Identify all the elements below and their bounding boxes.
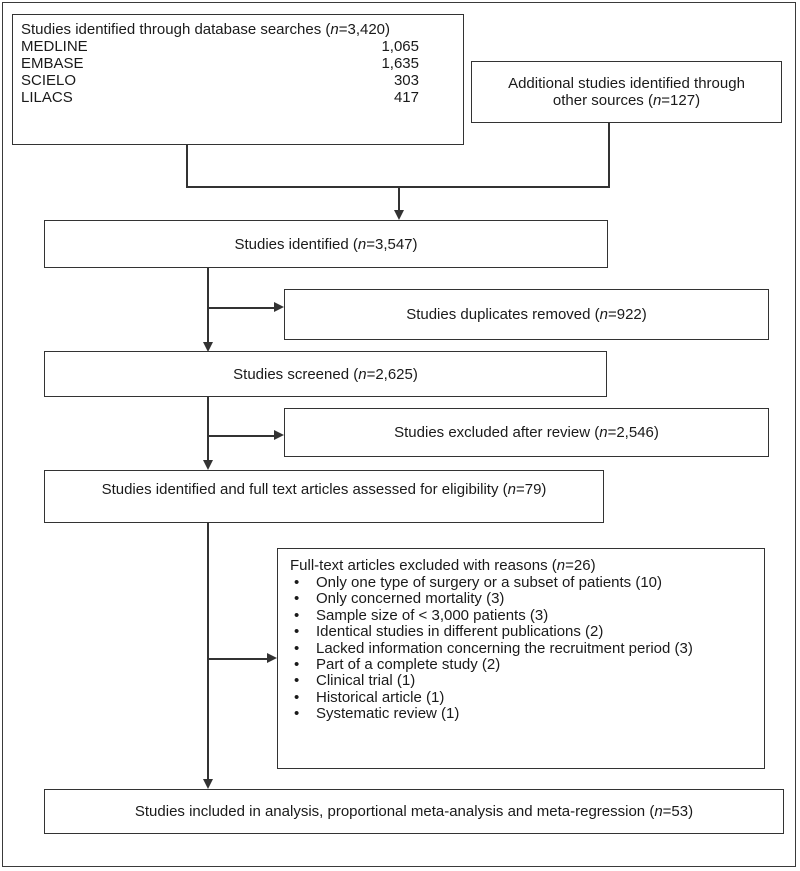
arrow-down-icon [394,210,404,220]
source-name: LILACS [21,89,73,106]
fulltext-excluded-box: Full-text articles excluded with reasons… [277,548,765,769]
list-item: Lacked information concerning the recrui… [290,640,756,658]
connector-line [207,268,209,342]
source-row: EMBASE 1,635 [21,55,453,72]
list-item: Historical article (1) [290,689,756,707]
database-search-title: Studies identified through database sear… [21,21,391,38]
list-item: Part of a complete study (2) [290,656,756,674]
arrow-down-icon [203,342,213,352]
source-count: 303 [393,72,419,89]
connector-line [186,145,188,187]
list-item: Only concerned mortality (3) [290,590,756,608]
connector-line [608,123,610,187]
source-count: 417 [393,89,419,106]
list-item: Systematic review (1) [290,705,756,723]
source-row: MEDLINE 1,065 [21,38,453,55]
arrow-right-icon [274,430,284,440]
list-item: Only one type of surgery or a subset of … [290,574,756,592]
arrow-right-icon [267,653,277,663]
additional-sources-box: Additional studies identified through ot… [471,61,782,123]
source-name: SCIELO [21,72,77,89]
arrow-right-icon [274,302,284,312]
arrow-down-icon [203,460,213,470]
source-name: MEDLINE [21,38,88,55]
arrow-down-icon [203,779,213,789]
list-item: Sample size of < 3,000 patients (3) [290,607,756,625]
database-search-box: Studies identified through database sear… [12,14,464,145]
source-name: EMBASE [21,55,84,72]
source-row: SCIELO 303 [21,72,453,89]
connector-line [207,397,209,460]
studies-screened-box: Studies screened (n=2,625) [44,351,607,397]
excluded-after-review-box: Studies excluded after review (n=2,546) [284,408,769,457]
connector-line [207,435,274,437]
list-item: Identical studies in different publicati… [290,623,756,641]
connector-line [207,523,209,779]
connector-line [186,186,610,188]
connector-line [207,658,267,660]
fulltext-excluded-title: Full-text articles excluded with reasons… [290,557,596,574]
studies-included-box: Studies included in analysis, proportion… [44,789,784,834]
eligibility-box: Studies identified and full text article… [44,470,604,523]
source-count: 1,065 [381,38,419,55]
duplicates-removed-box: Studies duplicates removed (n=922) [284,289,769,340]
list-item: Clinical trial (1) [290,673,756,691]
exclusion-reasons-list: Only one type of surgery or a subset of … [290,574,756,723]
connector-line [207,307,274,309]
connector-line [398,186,400,210]
source-row: LILACS 417 [21,89,453,106]
studies-identified-box: Studies identified (n=3,547) [44,220,608,268]
source-count: 1,635 [381,55,419,72]
